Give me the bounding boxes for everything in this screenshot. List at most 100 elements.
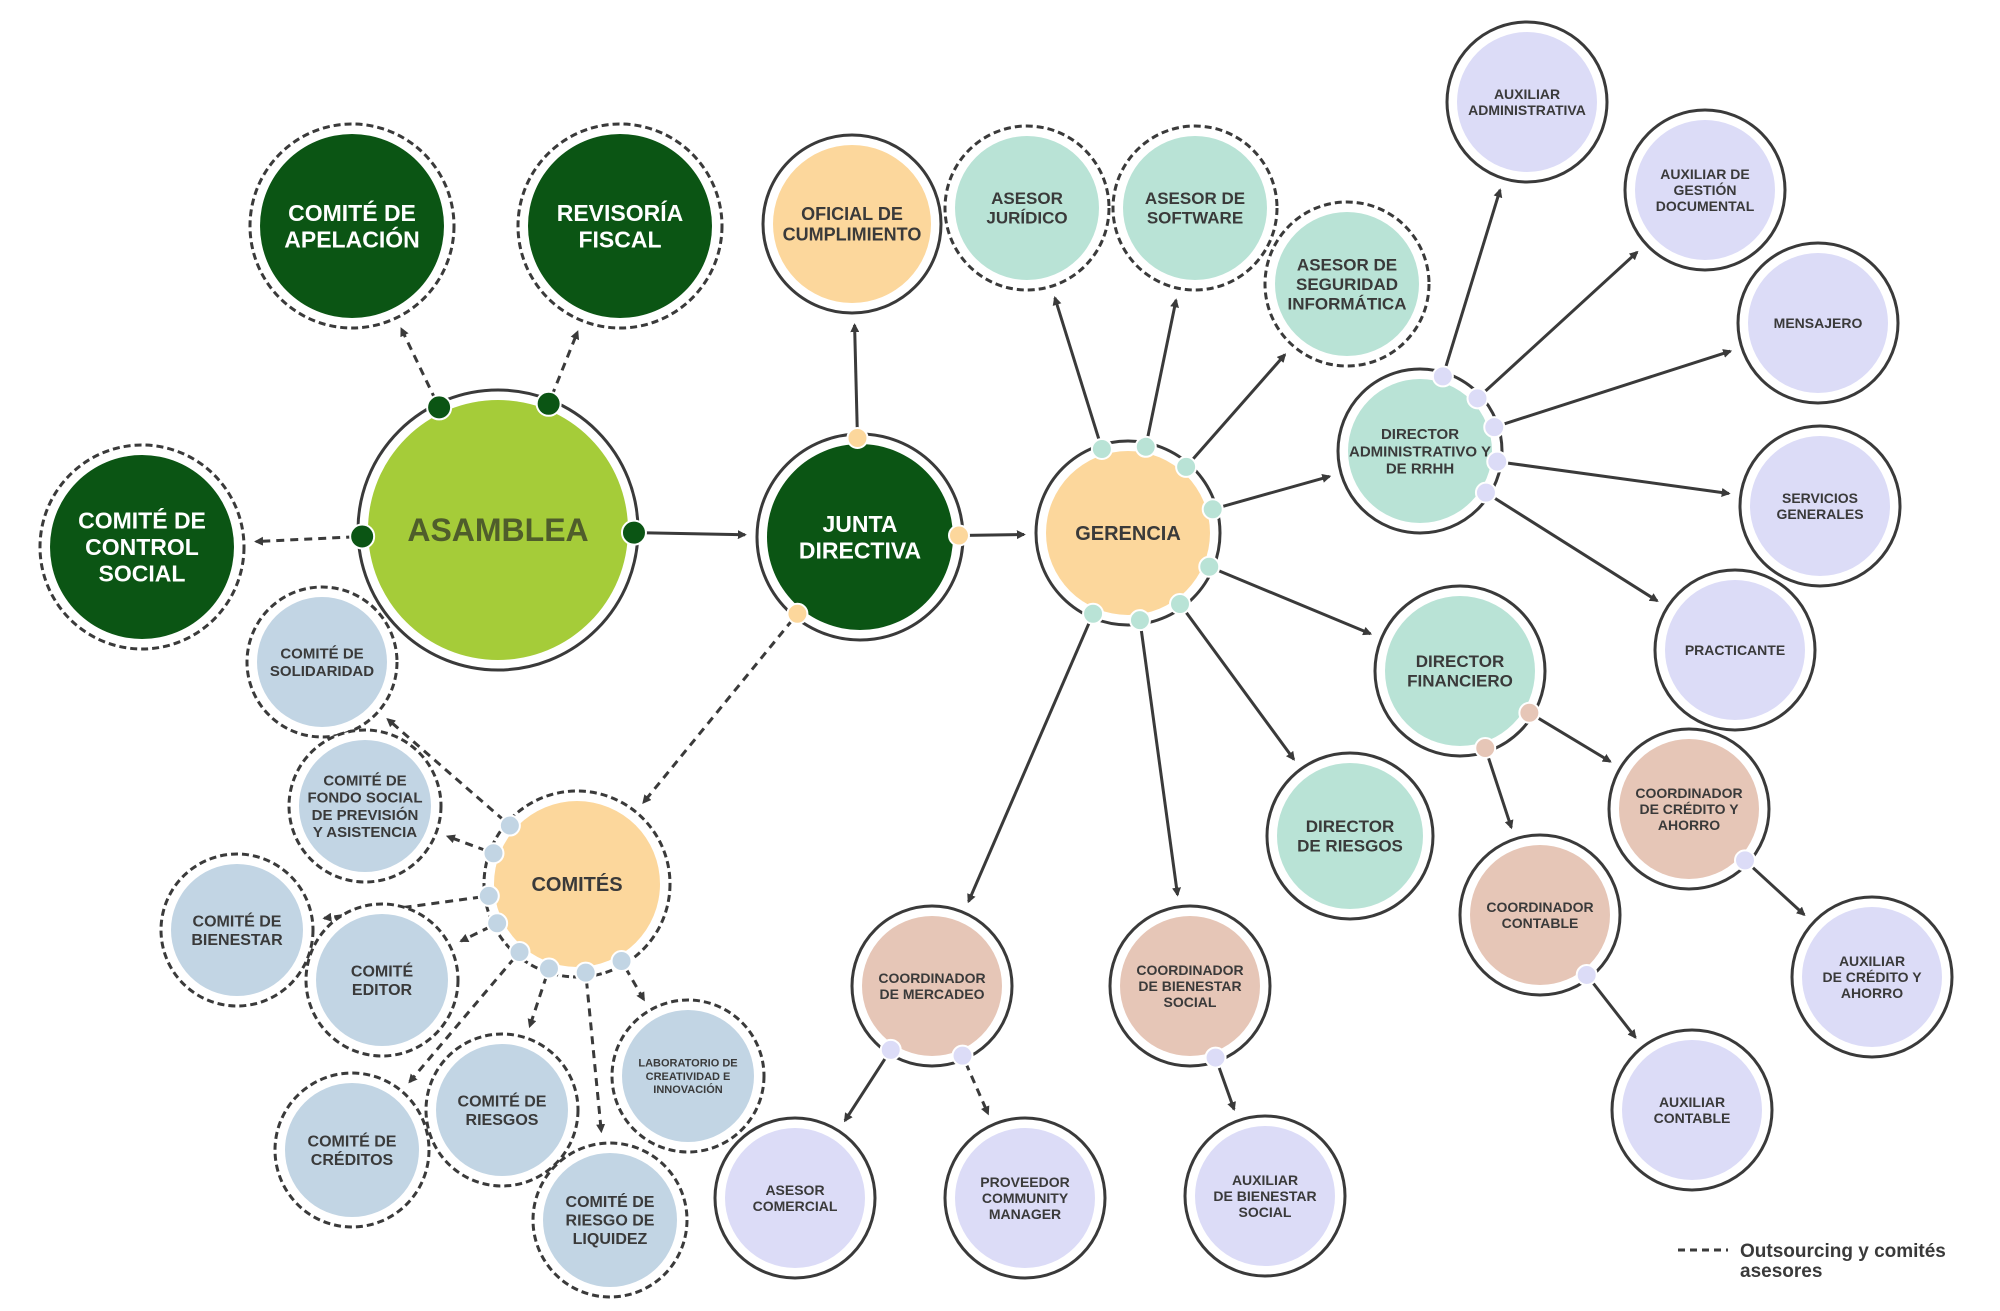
connector-dot-comites-riesgos_c [537, 957, 560, 980]
node-label-solidaridad-1: SOLIDARIDAD [270, 663, 374, 680]
edge-gerencia-to-dir_admin [1220, 474, 1332, 509]
node-label-creditos_c-0: COMITÉ DE [308, 1131, 397, 1150]
legend: Outsourcing y comités asesores [1678, 1241, 1946, 1282]
connector-dot-asamblea-apelacion [426, 394, 453, 421]
connector-dot-dir_admin-practicante [1474, 481, 1497, 504]
node-label-coord_credito-1: DE CRÉDITO Y [1639, 801, 1739, 817]
node-label-dir_admin-0: DIRECTOR [1381, 426, 1459, 443]
edge-gerencia-to-seguridad [1190, 353, 1287, 462]
node-fill-coord_credito [1619, 739, 1759, 879]
edge-dir_admin-to-mensajero [1501, 349, 1733, 427]
connector-dot-dir_admin-servicios [1486, 450, 1509, 473]
node-fill-proveedor [955, 1128, 1095, 1268]
node-label-fondo-2: DE PREVISIÓN [312, 806, 419, 824]
node-label-proveedor-2: MANAGER [989, 1206, 1061, 1222]
node-label-editor-1: EDITOR [352, 982, 413, 999]
connector-dot-coord_bienestar-aux_bienestar [1204, 1046, 1227, 1069]
node-label-aux_contable-1: CONTABLE [1654, 1110, 1731, 1126]
edge-coord_mercadeo-to-proveedor [964, 1062, 990, 1116]
node-label-software-1: SOFTWARE [1147, 209, 1243, 228]
node-fill-riesgos_c [436, 1044, 568, 1176]
connector-dot-junta-gerencia [947, 524, 970, 547]
edge-gerencia-to-juridico [1052, 296, 1101, 442]
connector-dot-dir_admin-mensajero [1483, 416, 1506, 439]
node-fill-aux_bienestar [1195, 1126, 1335, 1266]
connector-dot-gerencia-coord_mercadeo [1082, 602, 1105, 625]
node-fill-dir_fin [1385, 596, 1535, 746]
connector-dot-gerencia-coord_bienestar [1128, 609, 1151, 632]
node-comites: COMITÉS [482, 789, 672, 979]
node-label-aux_gestion-2: DOCUMENTAL [1656, 198, 1755, 214]
node-label-laboratorio-0: LABORATORIO DE [638, 1058, 737, 1070]
edge-coord_bienestar-to-aux_bienestar [1216, 1064, 1236, 1112]
node-label-aux_gestion-0: AUXILIAR DE [1660, 166, 1749, 182]
node-label-coord_bienestar-1: DE BIENESTAR [1138, 978, 1241, 994]
edge-gerencia-to-dir_riesgos [1183, 609, 1296, 761]
edge-coord_credito-to-aux_credito [1749, 864, 1806, 917]
node-label-apelacion-0: COMITÉ DE [288, 199, 416, 226]
node-fill-coord_contable [1470, 845, 1610, 985]
node-fill-solidaridad [257, 597, 387, 727]
node-fill-software [1123, 136, 1267, 280]
node-label-control-1: CONTROL [85, 534, 199, 560]
edge-dir_admin-to-aux_gestion [1482, 250, 1639, 395]
edge-comites-to-riesgos_c [527, 975, 548, 1029]
node-label-comites-0: COMITÉS [531, 873, 622, 896]
node-fill-comites [494, 801, 660, 967]
node-label-fondo-1: FONDO SOCIAL [308, 790, 423, 807]
edge-comites-to-solidaridad [386, 717, 505, 822]
node-label-mensajero-0: MENSAJERO [1774, 315, 1863, 331]
node-label-apelacion-1: APELACIÓN [284, 225, 419, 252]
connector-dot-asamblea-revisoria [535, 390, 562, 417]
node-label-riesgos_c-0: COMITÉ DE [458, 1091, 547, 1110]
edges-layer [254, 188, 1806, 1134]
node-editor: COMITÉ EDITOR [304, 902, 460, 1058]
edge-junta-to-gerencia [966, 530, 1026, 540]
node-fill-dir_admin [1348, 379, 1492, 523]
node-fill-apelacion [260, 134, 444, 318]
node-label-aux_contable-0: AUXILIAR [1659, 1094, 1725, 1110]
node-label-aux_bienestar-1: DE BIENESTAR [1213, 1188, 1316, 1204]
node-fill-coord_mercadeo [862, 916, 1002, 1056]
node-label-aux_gestion-1: GESTIÓN [1673, 181, 1736, 198]
connector-dot-comites-liquidez [574, 961, 597, 984]
node-fill-oficial [773, 145, 931, 303]
node-label-control-0: COMITÉ DE [78, 507, 206, 534]
node-fill-aux_contable [1622, 1040, 1762, 1180]
edge-junta-to-comites [642, 618, 794, 805]
node-label-dir_riesgos-0: DIRECTOR [1306, 817, 1394, 836]
node-fill-revisoria [528, 134, 712, 318]
connector-dot-coord_mercadeo-asesor_comercial [879, 1038, 902, 1061]
node-fill-fondo [299, 740, 431, 872]
node-label-fondo-3: Y ASISTENCIA [313, 824, 417, 841]
node-label-editor-0: COMITÉ [351, 961, 414, 980]
node-label-asesor_comercial-0: ASESOR [765, 1182, 824, 1198]
node-label-control-2: SOCIAL [99, 561, 186, 587]
node-label-proveedor-0: PROVEEDOR [980, 1174, 1069, 1190]
edge-dir_fin-to-coord_credito [1535, 715, 1612, 763]
node-label-riesgos_c-1: RIESGOS [466, 1112, 539, 1129]
edge-comites-to-laboratorio [624, 967, 646, 1002]
connector-dot-asamblea-junta [620, 519, 647, 546]
node-label-proveedor-1: COMMUNITY [982, 1190, 1069, 1206]
node-label-aux_bienestar-2: SOCIAL [1239, 1204, 1292, 1220]
node-label-coord_bienestar-0: COORDINADOR [1136, 962, 1243, 978]
node-label-aux_admin-0: AUXILIAR [1494, 86, 1560, 102]
connector-dot-dir_admin-aux_gestion [1466, 387, 1489, 410]
node-fill-editor [316, 914, 448, 1046]
